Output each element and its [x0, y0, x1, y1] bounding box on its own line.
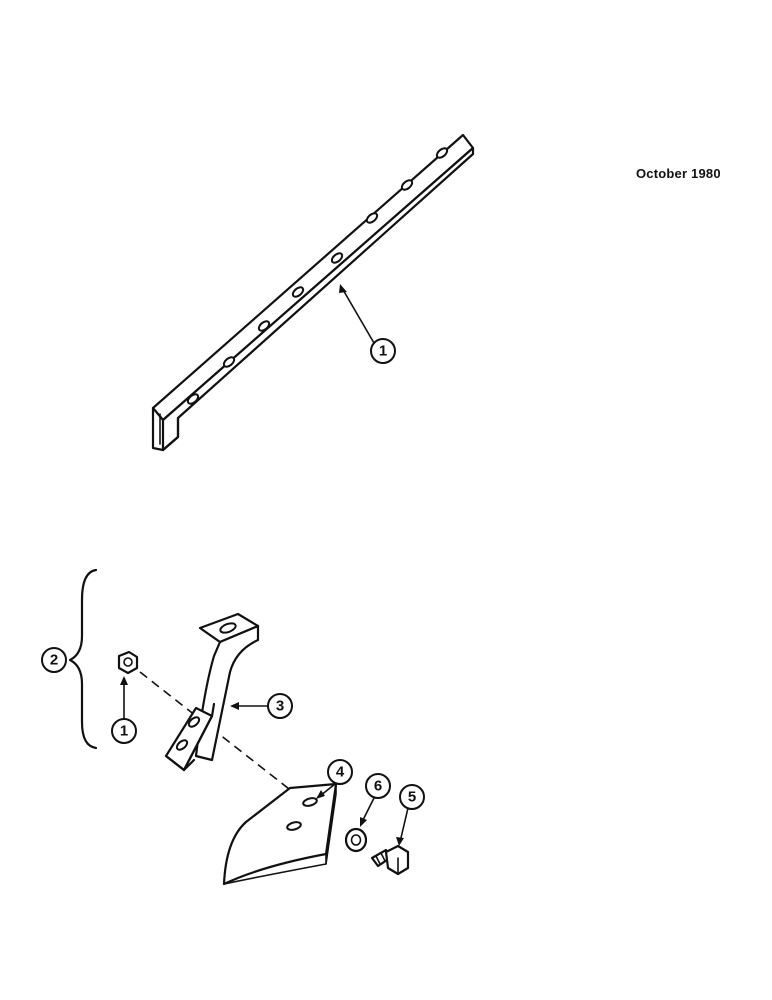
svg-text:2: 2 [50, 652, 58, 669]
svg-text:4: 4 [336, 764, 345, 781]
callout-blade: 4 [327, 759, 353, 785]
svg-text:1: 1 [120, 723, 128, 740]
blade [222, 782, 338, 886]
svg-text:1: 1 [379, 343, 387, 360]
svg-text:6: 6 [374, 778, 382, 795]
callout-assembly: 2 [41, 647, 67, 673]
assembly-line [139, 671, 299, 797]
angle-bar-top-flange [151, 133, 475, 422]
assembly-brace [68, 568, 98, 750]
callout-bar: 1 [370, 338, 396, 364]
svg-text:3: 3 [276, 698, 284, 715]
bolt [370, 844, 410, 876]
callout-washer: 6 [365, 773, 391, 799]
bracket [164, 612, 260, 772]
nut [117, 650, 139, 675]
callout-bracket: 3 [267, 693, 293, 719]
callout-bolt: 5 [399, 784, 425, 810]
angle-bar [151, 133, 475, 452]
callout-nut: 1 [111, 718, 137, 744]
washer [344, 827, 368, 853]
date-label: October 1980 [636, 166, 721, 181]
angle-bar-end [151, 406, 180, 452]
angle-bar-side-flange [161, 146, 475, 452]
svg-text:5: 5 [408, 789, 416, 806]
angle-bar-slots [186, 147, 449, 405]
